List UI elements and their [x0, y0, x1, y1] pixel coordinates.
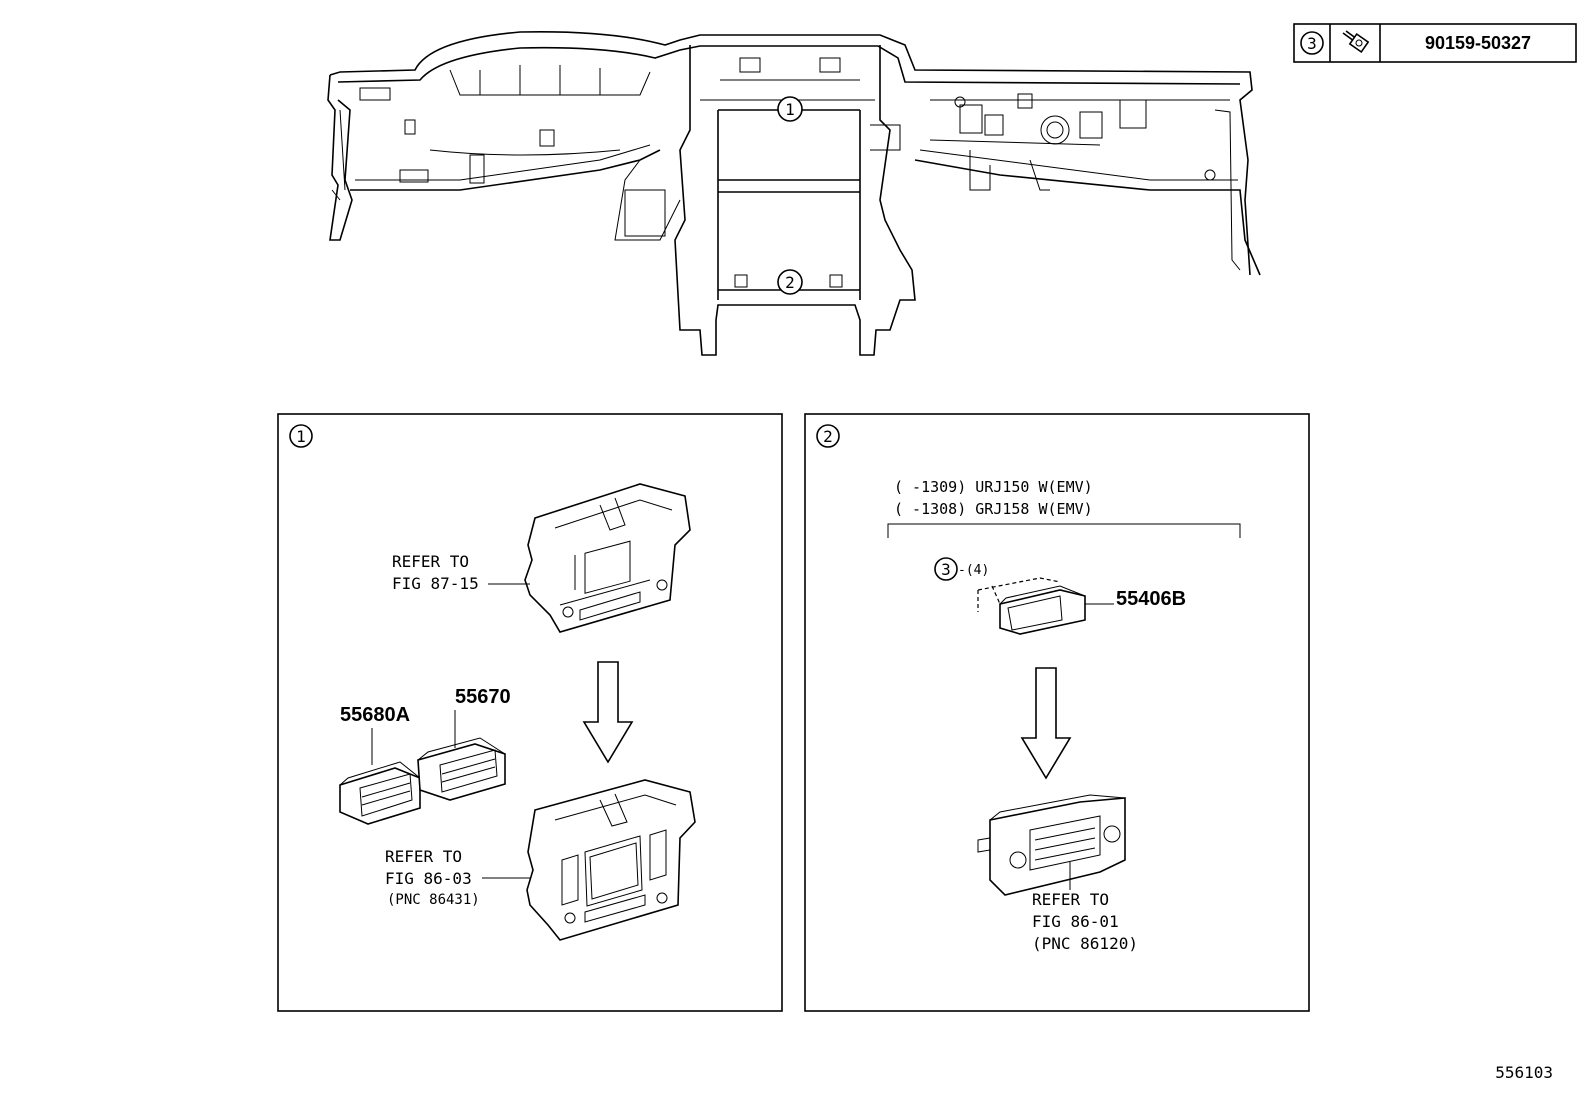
center-cluster-bezel-upper [524, 483, 691, 633]
ref-top-line-2: FIG 87-15 [392, 574, 479, 593]
part-number-55670: 55670 [455, 686, 511, 708]
ref-line-2: FIG 86-01 [1032, 912, 1119, 931]
ref-line-1: REFER TO [1032, 890, 1109, 909]
main-callout-1: 1 [785, 100, 795, 119]
switch-module-55406b [977, 577, 1086, 635]
legend-callout-circle [1300, 31, 1324, 55]
panel-2-callout: 2 [823, 427, 833, 446]
detail-panel-1: 1 REFER TO FIG 87-15 55670 55680A [277, 413, 783, 1012]
ref-bottom-line-3: (PNC 86431) [387, 892, 480, 908]
dashboard-reinforcement-assembly: 1 2 [327, 30, 1261, 356]
panel-1-callout: 1 [296, 427, 306, 446]
bolt-icon [1342, 30, 1370, 54]
part-number-55406b: 55406B [1116, 588, 1186, 610]
main-callout-1-circle [777, 96, 803, 122]
ref-line-3: (PNC 86120) [1032, 934, 1138, 953]
condition-line-1: ( -1309) URJ150 W(EMV) [894, 478, 1093, 496]
condition-line-2: ( -1308) GRJ158 W(EMV) [894, 500, 1093, 518]
ref-top-line-1: REFER TO [392, 552, 469, 571]
down-arrow-icon [1020, 667, 1072, 780]
part-number-90159-50327: 90159-50327 [1425, 33, 1531, 53]
detail-panel-2: 2 ( -1309) URJ150 W(EMV) ( -1308) GRJ158… [804, 413, 1310, 1012]
bolt-callout: 3 [941, 560, 951, 579]
bolt-quantity: -(4) [958, 563, 989, 578]
main-callout-2: 2 [785, 273, 795, 292]
air-register-55680a [339, 761, 421, 825]
down-arrow-icon [582, 661, 634, 764]
legend-box: 3 90159-50327 [1293, 23, 1577, 63]
ref-bottom-line-2: FIG 86-03 [385, 869, 472, 888]
ref-bottom-line-1: REFER TO [385, 847, 462, 866]
main-callout-2-circle [777, 269, 803, 295]
air-register-55670 [417, 737, 506, 801]
center-cluster-bezel-lower [526, 779, 696, 941]
part-number-55680a: 55680A [340, 704, 410, 726]
legend-callout: 3 [1307, 34, 1317, 53]
condition-bracket [887, 523, 1241, 538]
climate-control-unit [977, 794, 1126, 896]
figure-id: 556103 [1495, 1063, 1553, 1082]
